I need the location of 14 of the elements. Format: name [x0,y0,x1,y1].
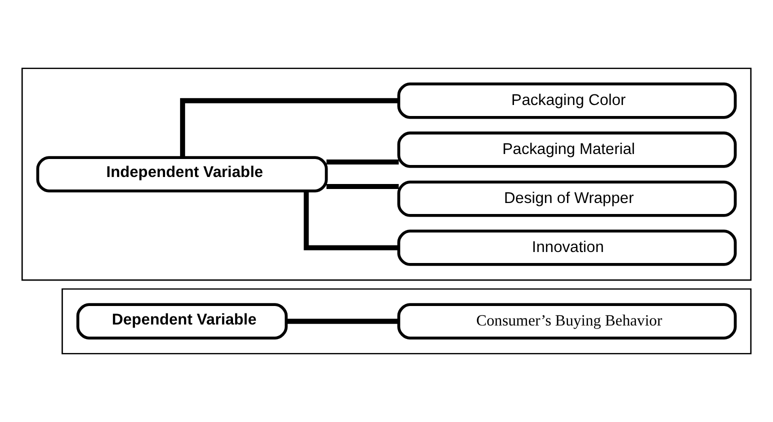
cluster [21,68,752,281]
node-box: Innovation [397,230,737,266]
connector [326,184,399,189]
node-box: Packaging Material [397,132,737,168]
connector [180,98,399,158]
connector [304,191,399,250]
node-box: Consumer’s Buying Behavior [397,303,737,340]
cluster [62,288,752,354]
connector [286,318,399,324]
node-box: Independent Variable [36,156,328,192]
node-box: Dependent Variable [76,303,288,340]
node-box: Design of Wrapper [397,180,737,217]
node-box: Packaging Color [397,82,737,119]
connector [326,159,399,164]
